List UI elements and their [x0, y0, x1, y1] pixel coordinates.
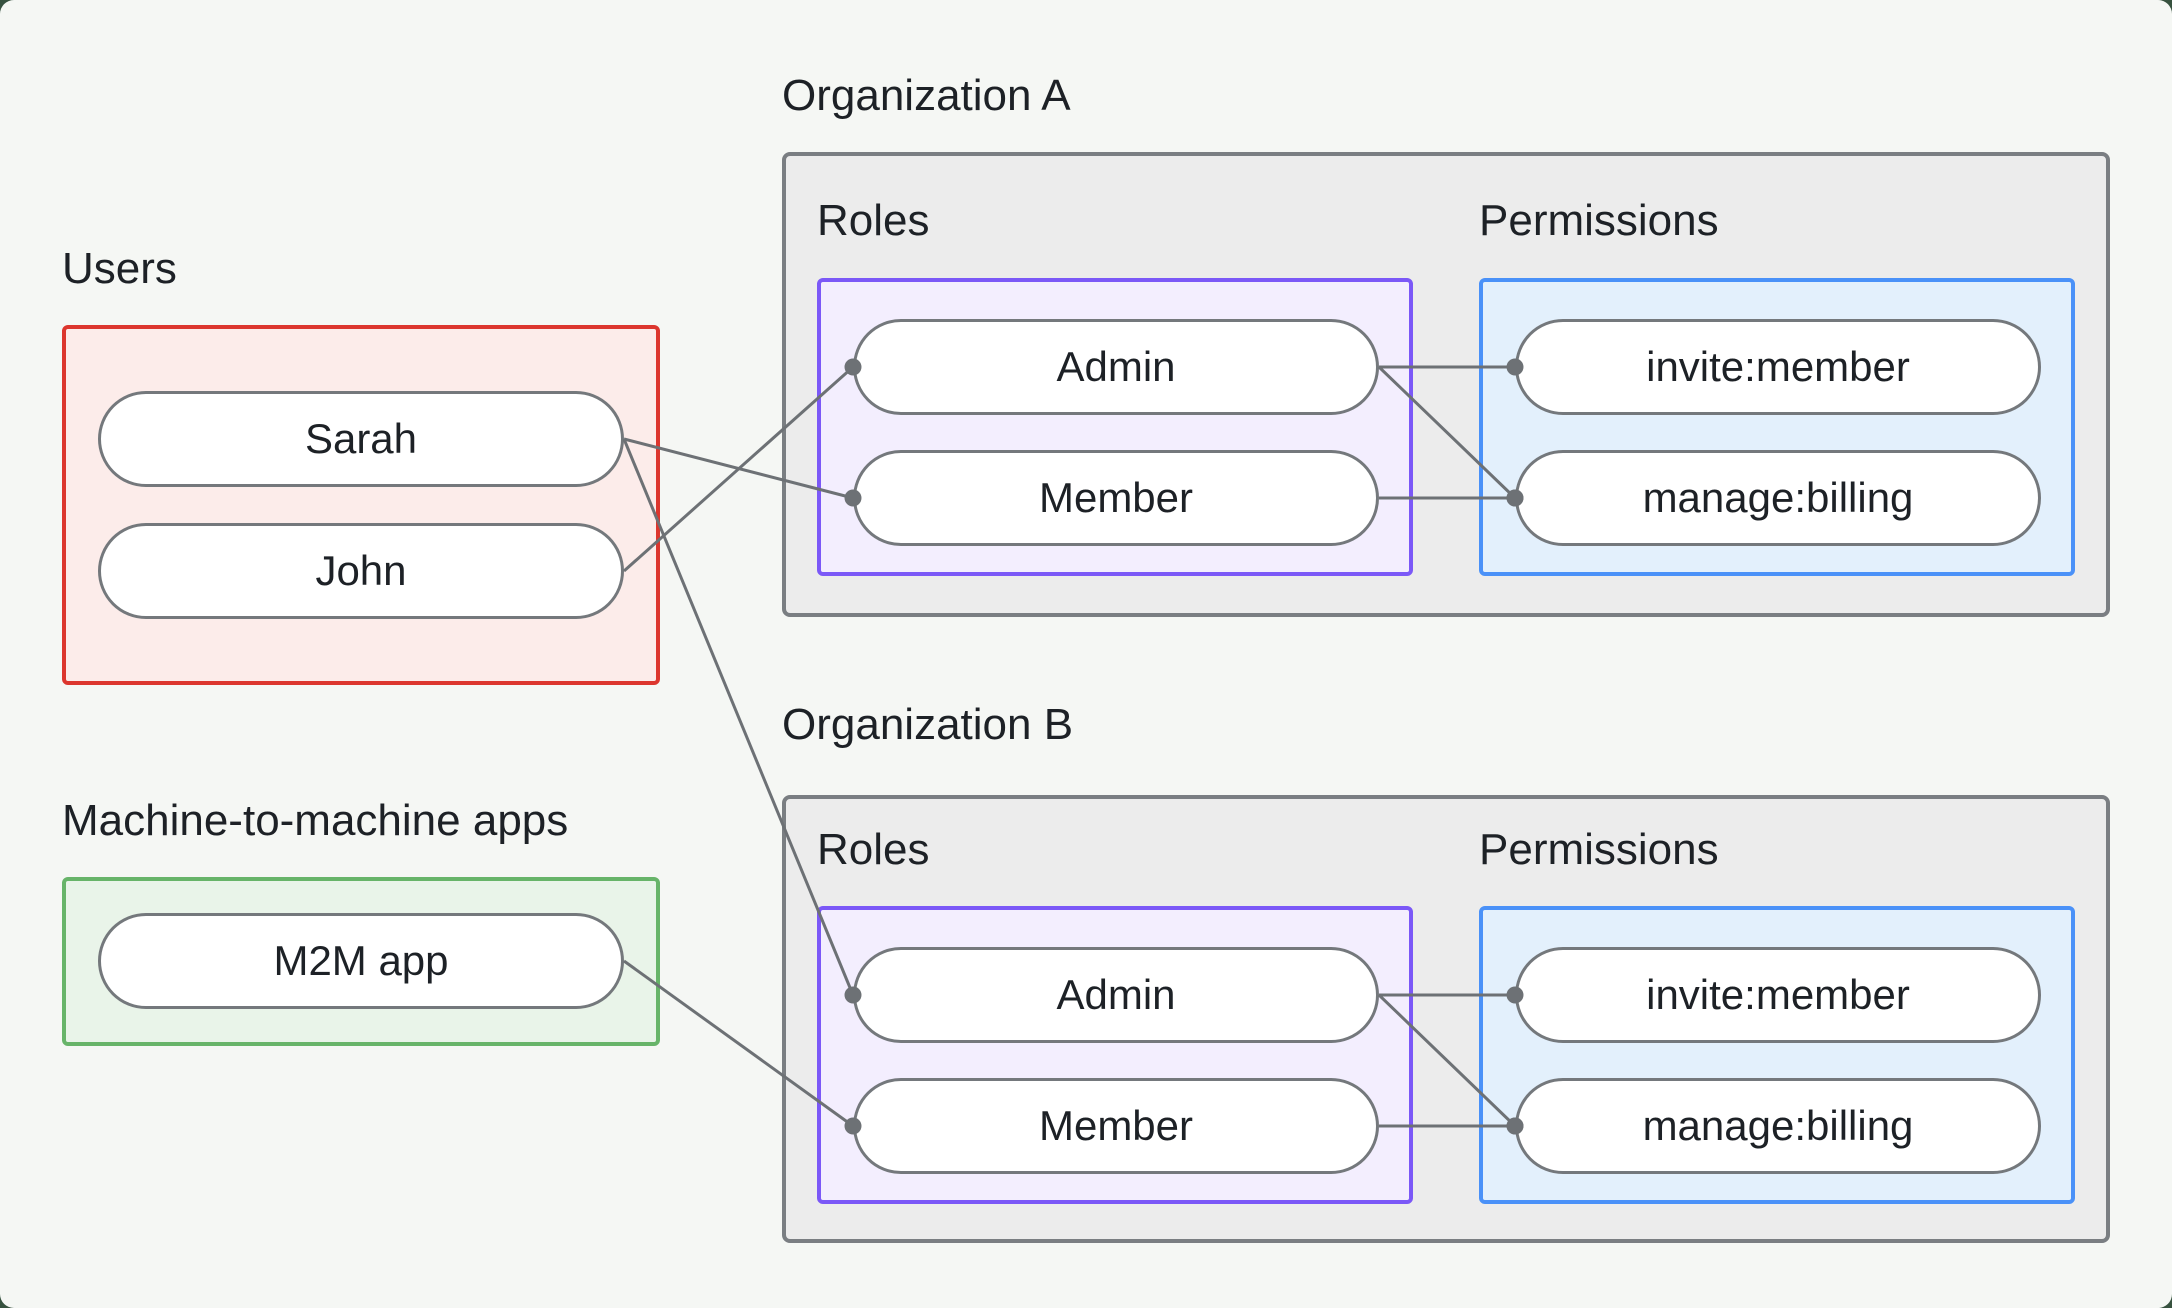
org-a-box: Roles Permissions Admin Member invite:me…	[782, 152, 2110, 617]
org-b-permissions-label: Permissions	[1479, 825, 1719, 874]
users-section-label: Users	[62, 244, 177, 293]
org-b-perm-invite-pill: invite:member	[1515, 947, 2041, 1043]
m2m-app-pill: M2M app	[98, 913, 624, 1009]
org-b-roles-box: Admin Member	[817, 906, 1413, 1204]
org-b-label: Organization B	[782, 700, 1074, 749]
org-a-roles-label: Roles	[817, 196, 930, 245]
user-pill-john: John	[98, 523, 624, 619]
org-b-roles-label: Roles	[817, 825, 930, 874]
m2m-section-label: Machine-to-machine apps	[62, 796, 569, 845]
org-a-roles-box: Admin Member	[817, 278, 1413, 576]
user-pill-sarah: Sarah	[98, 391, 624, 487]
org-a-perm-invite-pill: invite:member	[1515, 319, 2041, 415]
org-b-perm-billing-pill: manage:billing	[1515, 1078, 2041, 1174]
org-b-box: Roles Permissions Admin Member invite:me…	[782, 795, 2110, 1243]
org-b-permissions-box: invite:member manage:billing	[1479, 906, 2075, 1204]
users-group-box: Sarah John	[62, 325, 660, 685]
org-a-permissions-box: invite:member manage:billing	[1479, 278, 2075, 576]
org-a-permissions-label: Permissions	[1479, 196, 1719, 245]
m2m-group-box: M2M app	[62, 877, 660, 1046]
org-a-label: Organization A	[782, 71, 1071, 120]
org-a-role-admin-pill: Admin	[853, 319, 1379, 415]
org-a-perm-billing-pill: manage:billing	[1515, 450, 2041, 546]
org-b-role-member-pill: Member	[853, 1078, 1379, 1174]
org-b-role-admin-pill: Admin	[853, 947, 1379, 1043]
org-a-role-member-pill: Member	[853, 450, 1379, 546]
